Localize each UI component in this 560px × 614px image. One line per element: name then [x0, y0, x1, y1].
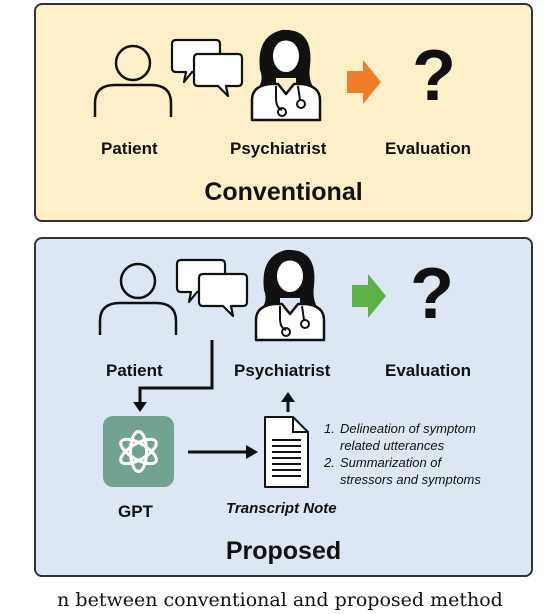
step-item-continuation: related utterances: [340, 438, 445, 453]
figure-caption: n between conventional and proposed meth…: [57, 589, 503, 611]
proposed-evaluation-label: Evaluation: [385, 361, 471, 380]
patient-person-icon: [98, 262, 178, 337]
speech-bubbles-icon: [175, 258, 249, 318]
proposed-question-mark: ?: [410, 254, 454, 334]
steps-list: 1.Delineation of symptom related utteran…: [324, 420, 481, 488]
document-icon: [264, 416, 309, 488]
proposed-patient-label: Patient: [106, 361, 163, 380]
openai-logo-icon: [103, 416, 174, 487]
right-arrowhead-icon: [246, 445, 258, 459]
transcript-note-label: Transcript Note: [226, 500, 337, 517]
connector-line: [138, 340, 214, 402]
psychiatrist-doctor-icon: [254, 248, 326, 342]
conventional-psychiatrist-label: Psychiatrist: [230, 139, 327, 158]
conventional-title: Conventional: [204, 178, 363, 206]
proposed-title: Proposed: [225, 537, 342, 565]
conventional-patient-label: Patient: [101, 139, 158, 158]
orange-arrow-icon: [347, 60, 381, 104]
down-arrowhead-icon: [133, 402, 147, 412]
step-item: 2.Summarization of: [324, 455, 442, 470]
step-item-continuation: stressors and symptoms: [340, 472, 481, 487]
proposed-psychiatrist-label: Psychiatrist: [234, 361, 331, 380]
green-arrow-icon: [352, 274, 386, 318]
step-item: 1.Delineation of symptom: [324, 421, 476, 436]
psychiatrist-doctor-icon: [250, 28, 322, 122]
speech-bubbles-icon: [170, 38, 244, 98]
up-arrowhead-icon: [281, 392, 295, 402]
conventional-evaluation-label: Evaluation: [385, 139, 471, 158]
gpt-label: GPT: [118, 502, 153, 521]
conventional-question-mark: ?: [412, 36, 456, 116]
patient-person-icon: [93, 44, 173, 119]
